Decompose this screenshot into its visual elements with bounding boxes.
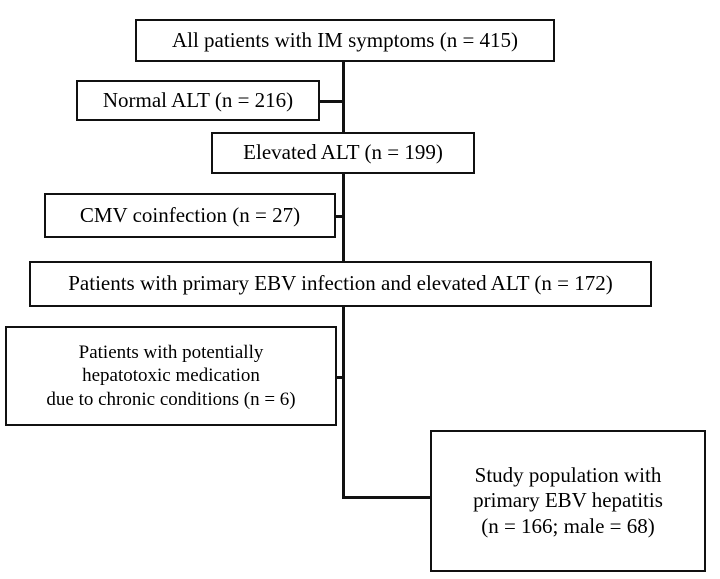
connector-cmv-horizontal: [336, 215, 343, 218]
node-hepatotoxic-medication-label: Patients with potentially hepatotoxic me…: [46, 342, 296, 410]
node-normal-alt: Normal ALT (n = 216): [76, 80, 320, 121]
node-primary-ebv-infection: Patients with primary EBV infection and …: [29, 261, 652, 307]
connector-hepatotoxic-horizontal: [337, 376, 343, 379]
node-cmv-coinfection-label: CMV coinfection (n = 27): [79, 202, 301, 227]
node-elevated-alt: Elevated ALT (n = 199): [211, 132, 475, 174]
node-study-population-label: Study population with primary EBV hepati…: [473, 462, 663, 538]
node-all-patients-label: All patients with IM symptoms (n = 415): [171, 27, 519, 52]
node-all-patients: All patients with IM symptoms (n = 415): [135, 19, 555, 62]
node-primary-ebv-infection-label: Patients with primary EBV infection and …: [68, 271, 613, 296]
connector-normal-alt-horizontal: [320, 100, 343, 103]
node-normal-alt-label: Normal ALT (n = 216): [102, 87, 294, 112]
node-cmv-coinfection: CMV coinfection (n = 27): [44, 193, 336, 238]
connector-study-population-horizontal: [342, 496, 432, 499]
node-elevated-alt-label: Elevated ALT (n = 199): [243, 140, 443, 165]
node-hepatotoxic-medication: Patients with potentially hepatotoxic me…: [5, 326, 337, 426]
node-study-population: Study population with primary EBV hepati…: [430, 430, 706, 572]
